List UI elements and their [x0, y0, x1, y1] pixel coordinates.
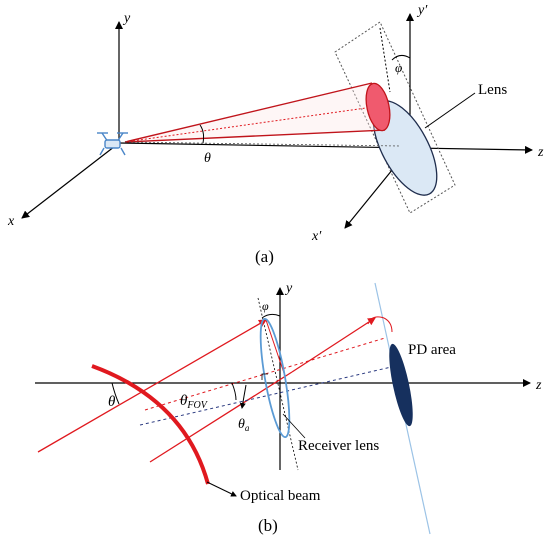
pd-area-ellipse	[389, 343, 413, 427]
theta-label-a: θ	[204, 151, 211, 166]
theta-fov-main: θ	[180, 393, 188, 409]
phi-arc-a	[391, 54, 411, 61]
axis-z-line-a	[118, 142, 533, 154]
right-angle-marker-b	[261, 373, 268, 380]
theta-a-sub: a	[245, 423, 250, 433]
phi-arc-b	[261, 313, 281, 319]
pd-angle-arc-1	[367, 316, 385, 325]
phi-label-b: φ	[262, 299, 269, 313]
theta-arc-b	[111, 382, 120, 405]
theta-fov-arc	[231, 382, 237, 401]
axis-x-line-a	[21, 142, 120, 219]
axis-y-label-a: y	[122, 11, 131, 26]
axis-x-label-a: x	[7, 214, 15, 229]
caption-b: (b)	[258, 516, 278, 535]
lens-tilt-dashed-b	[257, 297, 299, 471]
phi-label-a: φ	[395, 60, 402, 75]
panel-b: z y φ PD area Receiver lens	[35, 281, 542, 535]
ray-through-b	[265, 319, 286, 377]
receiver-lens-pointer	[282, 413, 306, 439]
ray-extension-b	[291, 317, 376, 373]
theta-a-main: θ	[238, 417, 245, 432]
receiver-lens-label: Receiver lens	[298, 438, 379, 454]
beam-edge-top-a	[124, 82, 373, 143]
dashed-ray-blue-b	[139, 364, 401, 426]
axis-y-prime-label: y′	[416, 3, 428, 18]
optical-beam-arc	[91, 364, 210, 485]
theta-fov-label: θFOV	[180, 393, 209, 411]
axis-y-label-b: y	[284, 281, 293, 296]
optical-beam-pointer	[206, 481, 237, 497]
theta-label-b: θ	[108, 394, 116, 410]
beam-spot-a	[365, 82, 391, 132]
beam-cone-a	[125, 83, 385, 142]
lens-normal-line-a	[379, 27, 391, 93]
optical-beam-label: Optical beam	[240, 488, 321, 504]
theta-arc-a	[199, 124, 205, 144]
drone-icon	[97, 132, 128, 156]
theta-a-label: θa	[238, 417, 250, 433]
receiver-lens-b	[259, 317, 291, 439]
pd-angle-arc-2	[383, 317, 393, 333]
caption-a: (a)	[255, 247, 274, 266]
axis-x-prime-label: x′	[311, 229, 322, 244]
theta-fov-sub: FOV	[186, 400, 208, 411]
lens-label-a: Lens	[478, 82, 507, 98]
ray-top-b	[37, 319, 267, 453]
panel-a: x y z x′ y′ φ θ	[7, 3, 544, 266]
beam-edge-bottom-a	[124, 129, 386, 143]
axis-z-label-b: z	[535, 378, 542, 393]
axis-z-label-a: z	[537, 145, 544, 160]
beam-axis-dashed-a	[124, 141, 401, 147]
ray-bottom-b	[149, 371, 293, 463]
theta-a-arc	[239, 384, 247, 409]
beam-center-a	[124, 105, 381, 143]
pd-label: PD area	[408, 342, 456, 358]
lens-pointer-a	[424, 92, 476, 129]
